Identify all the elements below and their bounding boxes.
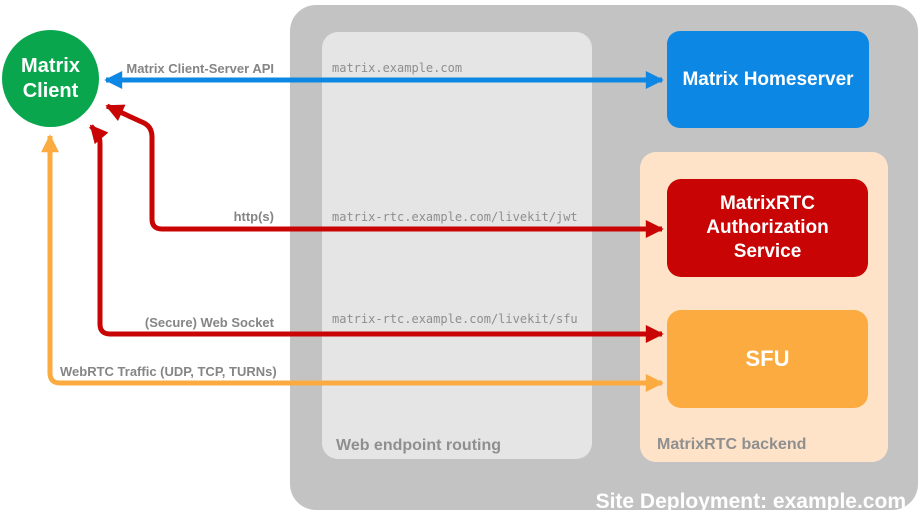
- web-endpoint-routing-label: Web endpoint routing: [336, 437, 502, 454]
- matrixrtc-auth-service-label: MatrixRTC Authorization Service: [706, 193, 829, 262]
- matrixrtc-backend-label: MatrixRTC backend: [657, 436, 807, 453]
- arrow-https-label: http(s): [233, 209, 274, 224]
- sfu-label: SFU: [745, 346, 790, 371]
- endpoint-livekit-sfu: matrix-rtc.example.com/livekit/sfu: [332, 312, 578, 326]
- matrix-client-label-line2: Client: [22, 79, 79, 102]
- endpoint-livekit-jwt: matrix-rtc.example.com/livekit/jwt: [332, 210, 578, 224]
- matrixrtc-auth-service-node: MatrixRTC Authorization Service: [667, 179, 868, 277]
- matrix-homeserver-label: Matrix Homeserver: [682, 68, 854, 90]
- arrow-client-server-api-label: Matrix Client-Server API: [126, 61, 274, 76]
- site-deployment-title: Site Deployment: example.com: [595, 490, 906, 513]
- sfu-node: SFU: [667, 310, 868, 408]
- arrow-websocket-label: (Secure) Web Socket: [144, 315, 274, 330]
- matrix-client-label-line1: Matrix: [21, 54, 80, 77]
- matrix-homeserver-node: Matrix Homeserver: [667, 31, 869, 128]
- arrow-webrtc-label: WebRTC Traffic (UDP, TCP, TURNs): [60, 364, 277, 379]
- matrix-client-node: Matrix Client: [2, 30, 99, 127]
- endpoint-matrix: matrix.example.com: [332, 61, 463, 75]
- web-endpoint-routing-box: [322, 32, 592, 459]
